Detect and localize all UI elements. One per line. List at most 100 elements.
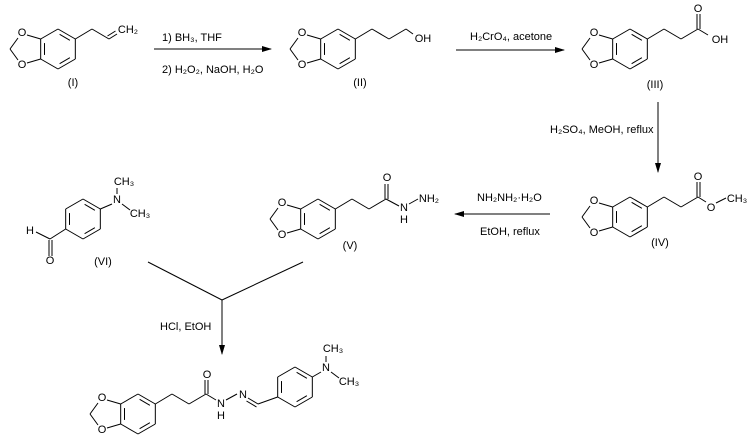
bond (351, 198, 370, 210)
nitrogen-label: N (113, 194, 121, 206)
bond (269, 218, 279, 231)
bond (697, 196, 707, 203)
ring-double-bond (296, 395, 308, 403)
bond (75, 28, 93, 40)
ring-double-bond (631, 57, 643, 65)
ring-bond (40, 28, 59, 40)
ring-bond (320, 58, 339, 70)
compound-label-III: (III) (647, 79, 664, 91)
oxygen-label: O (203, 369, 212, 381)
bond (289, 48, 299, 61)
oxygen-label: O (278, 197, 287, 209)
bond (335, 198, 353, 210)
bond (697, 28, 709, 36)
ring-bond (612, 28, 631, 40)
reagent-step4-below: EtOH, reflux (480, 226, 540, 238)
oxygen-label: O (590, 59, 599, 71)
ring-bond (337, 58, 356, 70)
oxygen-label: O (298, 27, 307, 39)
bond (9, 37, 19, 50)
nitrogen-label: N (217, 398, 225, 410)
ring-bond (300, 228, 319, 240)
ring-double-bond (84, 203, 96, 211)
double-bond (246, 400, 257, 408)
oxygen-label: O (590, 27, 599, 39)
bond (89, 413, 99, 426)
bond (106, 423, 121, 429)
oxygen-label: O (694, 171, 703, 183)
ring-bond (317, 198, 336, 210)
bond (663, 28, 682, 40)
bond (408, 198, 419, 205)
hydroxyl-label: OH (415, 33, 432, 45)
bond (155, 393, 173, 405)
bond (598, 34, 613, 40)
methyl-label: CH₃ (114, 176, 134, 188)
bond (225, 393, 238, 401)
hydrogen-label: H (400, 214, 408, 226)
ring-bond (612, 226, 631, 238)
molecule-layer: OOCH₂(I)OOOH(II)OOOOH(III)OOOOCH₃(IV)OOO… (9, 3, 747, 436)
oxygen-label: O (298, 59, 307, 71)
bond (100, 203, 113, 210)
bond (89, 402, 99, 415)
ring-bond (629, 58, 648, 70)
nitrogen-label: N (239, 389, 247, 401)
bond (355, 28, 373, 40)
ring-bond (320, 28, 339, 40)
oxygen-label: O (278, 229, 287, 241)
ring-double-bond (319, 203, 331, 211)
amine-label: NH₂ (419, 193, 439, 205)
ring-double-bond (59, 33, 71, 41)
ring-double-bond (59, 57, 71, 65)
reagent-step4-above: NH₂NH₂·H₂O (477, 192, 542, 204)
bond (598, 226, 613, 232)
bond (286, 204, 301, 210)
ring-bond (57, 58, 76, 70)
bond (26, 58, 41, 64)
bond (371, 28, 390, 40)
methyl-label: CH₃ (727, 193, 747, 205)
bond (581, 37, 591, 50)
bond (598, 58, 613, 64)
bond (680, 28, 699, 40)
bond (385, 198, 400, 207)
bond (405, 28, 414, 35)
nitrogen-label: N (322, 362, 330, 374)
bond (680, 196, 699, 208)
ring-bond (300, 198, 319, 210)
ring-bond (629, 28, 648, 40)
reagent-step1-below: 2) H₂O₂, NaOH, H₂O (162, 64, 264, 76)
bond (205, 393, 217, 401)
oxygen-label: O (694, 3, 703, 15)
methyl-label: CH₃ (323, 343, 343, 355)
ring-bond (277, 396, 296, 408)
bond (598, 202, 613, 208)
compound-label-I: (I) (68, 77, 78, 89)
bond (306, 34, 321, 40)
bond (49, 228, 66, 240)
ring-bond (629, 226, 648, 238)
ring-double-bond (631, 33, 643, 41)
bond (330, 371, 340, 379)
methyl-label: CH₃ (130, 208, 150, 220)
convergence-line (221, 261, 304, 301)
bond (581, 205, 591, 218)
ring-bond (612, 58, 631, 70)
bond (581, 216, 591, 229)
ring-double-bond (296, 371, 308, 379)
oxygen-label: O (98, 424, 107, 436)
ring-bond (337, 28, 356, 40)
reagent-step3: H₂SO₄, MeOH, reflux (550, 124, 654, 136)
ring-bond (40, 58, 59, 70)
bond (306, 58, 321, 64)
ring-double-bond (139, 398, 151, 406)
bond (663, 196, 682, 208)
ring-bond (317, 228, 336, 240)
compound-label-V: (V) (343, 240, 358, 252)
oxygen-label: O (590, 227, 599, 239)
bond (257, 396, 278, 405)
compound-label-II: (II) (353, 77, 366, 89)
double-bond (247, 397, 259, 405)
methyl-label: CH₃ (339, 376, 359, 388)
